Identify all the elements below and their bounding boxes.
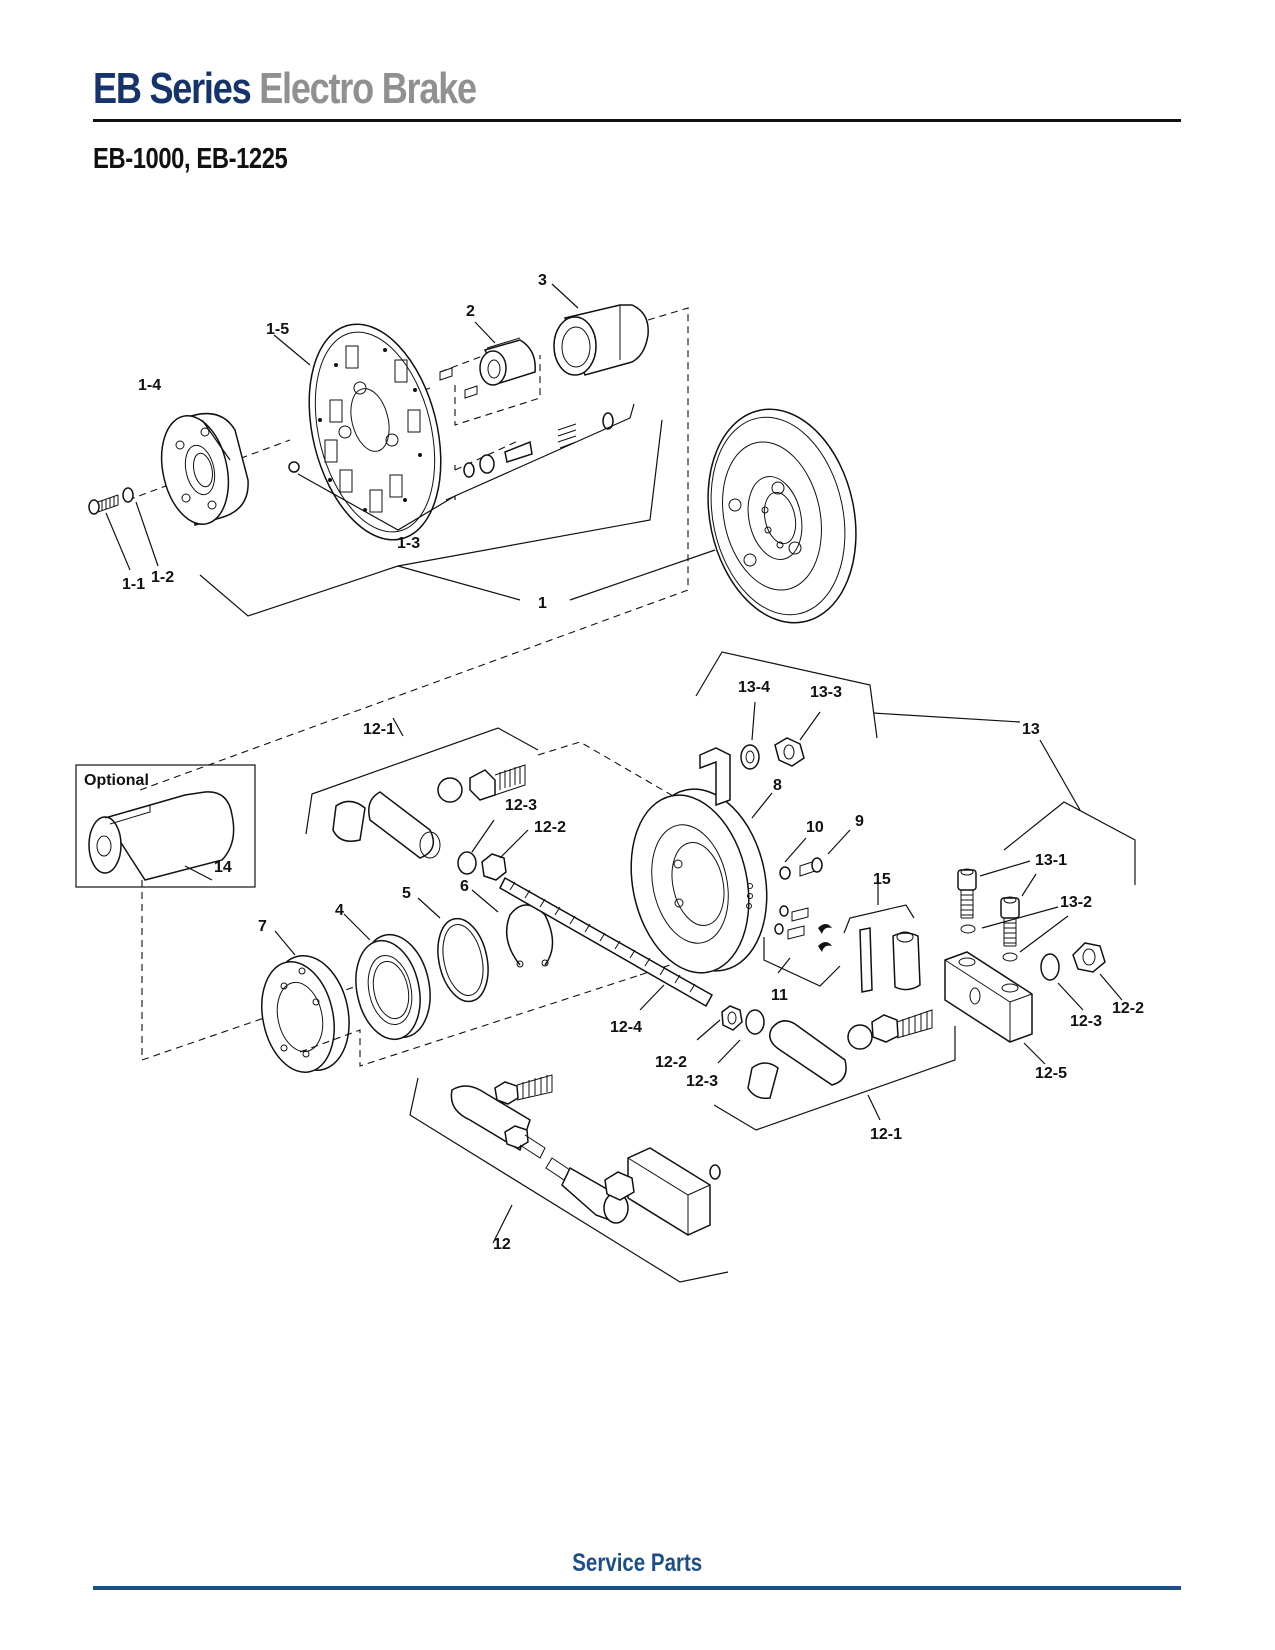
callout-12-3-right: 12-3 <box>1070 1013 1102 1030</box>
callout-12: 12 <box>493 1236 511 1253</box>
callout-12-3-mid: 12-3 <box>686 1073 718 1090</box>
callout-11: 11 <box>771 987 788 1004</box>
part-15-switch <box>843 882 921 993</box>
page-title: EB Series Electro Brake <box>93 64 477 114</box>
part-1-5-armature-plate <box>308 323 442 541</box>
assembly-12-rod-ends <box>409 1074 729 1283</box>
part-13-1-cap-screws <box>957 860 1037 947</box>
callout-1-5: 1-5 <box>266 321 289 338</box>
part-12-2-nut-right <box>1072 942 1106 973</box>
callout-12-2-mid: 12-2 <box>655 1054 687 1071</box>
part-4-bearing <box>355 933 431 1041</box>
callout-2: 2 <box>466 303 475 320</box>
part-12-5-block <box>944 951 1046 1065</box>
callout-1-2: 1-2 <box>151 569 174 586</box>
callout-12-3-upper: 12-3 <box>505 797 537 814</box>
footer-section-title: Service Parts <box>0 1549 1275 1578</box>
part-8-magnet-housing <box>630 747 773 974</box>
callout-8: 8 <box>773 777 782 794</box>
part-10-washer <box>779 866 791 880</box>
part-1-2-washer <box>122 487 134 503</box>
part-13-3-nut <box>774 737 805 767</box>
optional-inset <box>75 764 256 888</box>
callout-13: 13 <box>1022 721 1040 738</box>
callout-15: 15 <box>873 871 891 888</box>
part-1-1-screw <box>88 494 119 515</box>
header-rule <box>93 119 1181 122</box>
part-1-3-spring-kit <box>288 367 614 478</box>
part-12-3-lockwasher-right <box>1040 953 1060 981</box>
assembly-12-1-upper <box>305 717 681 881</box>
part-11-hardware <box>763 905 841 987</box>
footer-rule <box>93 1586 1181 1590</box>
footer-section-title-text: Service Parts <box>572 1549 703 1577</box>
callout-5: 5 <box>402 885 411 902</box>
bearing-group <box>261 800 701 1074</box>
callout-10: 10 <box>806 819 824 836</box>
callout-6: 6 <box>460 878 469 895</box>
part-1-4-hub <box>160 412 249 526</box>
callout-12-1-lower: 12-1 <box>870 1126 902 1143</box>
callout-3: 3 <box>538 272 547 289</box>
callout-12-4: 12-4 <box>610 1019 642 1036</box>
part-1-brake-disc <box>707 408 857 624</box>
callout-12-2-upper: 12-2 <box>534 819 566 836</box>
part-6-snap-ring <box>505 904 554 968</box>
callout-1: 1 <box>538 595 547 612</box>
callout-1-3: 1-3 <box>397 535 420 552</box>
callout-14: 14 <box>214 859 232 876</box>
callout-7: 7 <box>258 918 267 935</box>
part-12-4-threaded-rod <box>499 876 714 1011</box>
callout-9: 9 <box>855 813 864 830</box>
callout-12-1-upper: 12-1 <box>363 721 395 738</box>
title-series: EB Series <box>93 64 252 113</box>
part-13-4-lockwasher <box>740 744 760 770</box>
callout-13-3: 13-3 <box>810 684 842 701</box>
callout-1-1: 1-1 <box>122 576 145 593</box>
optional-label: Optional <box>84 772 149 789</box>
callout-12-5: 12-5 <box>1035 1065 1067 1082</box>
part-7-retainer <box>261 954 350 1074</box>
callout-1-4: 1-4 <box>138 377 161 394</box>
part-2-taper-bushing <box>479 337 536 386</box>
part-5-retaining-ring <box>437 917 489 1003</box>
optional-box <box>75 764 256 888</box>
callout-12-2-right: 12-2 <box>1112 1000 1144 1017</box>
part-13-2-lockwashers <box>960 906 1069 962</box>
callout-13-4: 13-4 <box>738 679 770 696</box>
callout-4: 4 <box>335 902 344 919</box>
title-product: Electro Brake <box>259 64 477 113</box>
part-9-screw <box>784 829 851 877</box>
model-subtitle: EB-1000, EB-1225 <box>93 143 288 175</box>
assembly-1-group <box>88 283 857 1061</box>
callout-13-1: 13-1 <box>1035 852 1067 869</box>
part-3-drive-hub <box>553 304 649 376</box>
callout-13-2: 13-2 <box>1060 894 1092 911</box>
assembly-12-1-lower <box>696 1005 956 1131</box>
